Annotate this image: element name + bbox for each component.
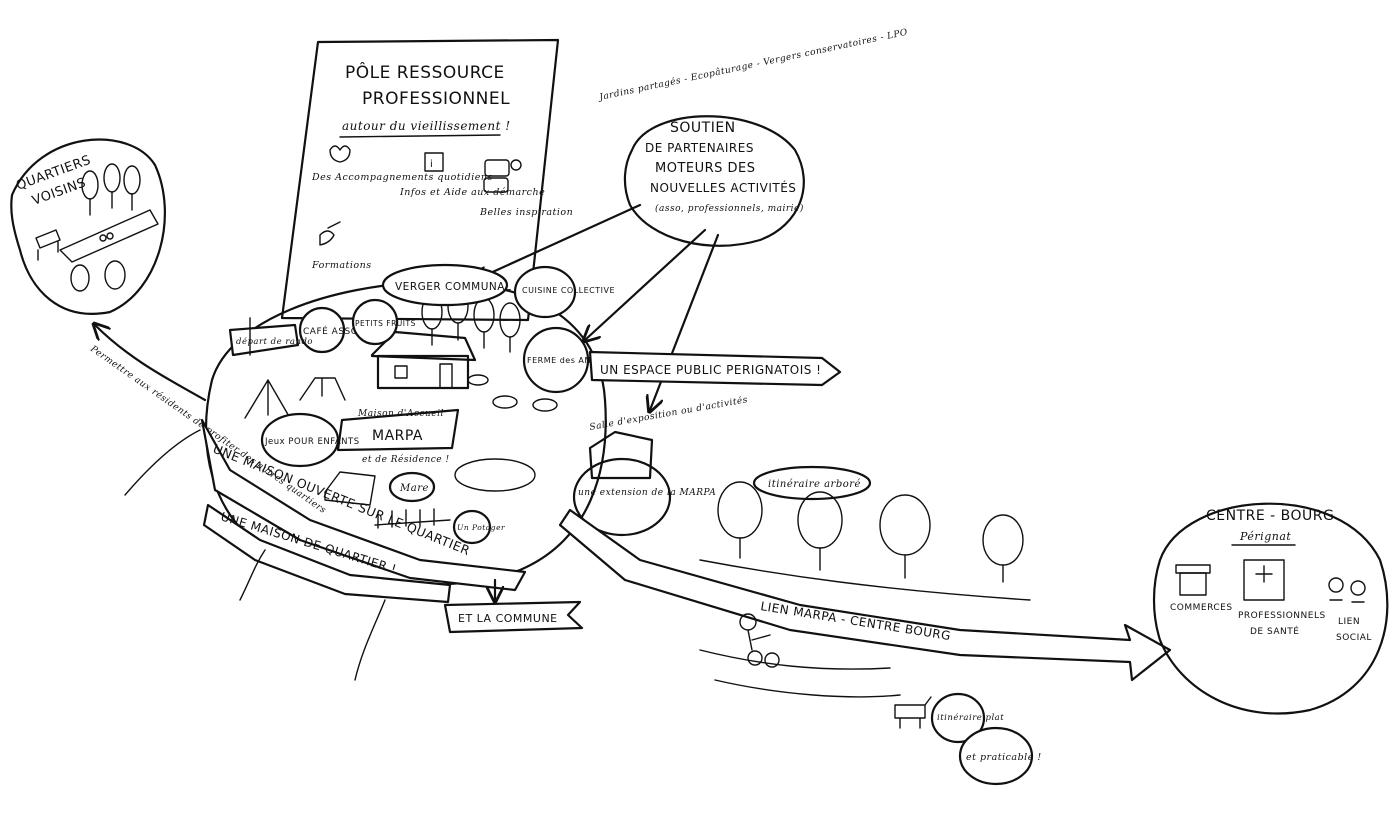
hands-icon (329, 145, 351, 163)
ferme-bubble: FERME des ANIMAUX (522, 326, 619, 394)
extension-label: une extension de la MARPA (578, 488, 716, 498)
jeux-label: Jeux POUR ENFANTS (264, 437, 360, 447)
path-icon (59, 209, 159, 263)
centre-subtitle: Pérignat (1239, 530, 1291, 543)
partners-list: Jardins partagés - Ecopâturage - Vergers… (596, 27, 909, 104)
verger-bubble: VERGER COMMUNAL (381, 263, 511, 307)
tree-icon-group (70, 163, 141, 292)
espace-public-label: UN ESPACE PUBLIC PERIGNATOIS ! (600, 363, 822, 377)
espace-public-banner: UN ESPACE PUBLIC PERIGNATOIS ! (588, 350, 842, 387)
potager-bubble: Un Potager (452, 509, 505, 545)
marpa-site-circle: VERGER COMMUNAL CUISINE COLLECTIVE CAFÉ … (204, 263, 619, 586)
mare-label: Mare (399, 483, 429, 494)
writing-hand-icon (319, 221, 341, 246)
lien-arrow: LIEN MARPA - CENTRE BOURG (558, 508, 1172, 682)
pole-ressource-panel: PÔLE RESSOURCE PROFESSIONNEL autour du v… (280, 38, 573, 322)
cyclist-icon (699, 613, 901, 698)
pharmacy-icon (1243, 559, 1285, 601)
marpa-label: MARPA (372, 428, 423, 444)
speech-bubble-icon-2 (483, 177, 509, 193)
cuisine-bubble: CUISINE COLLECTIVE (513, 265, 615, 319)
pole-subtitle: autour du vieillissement ! (342, 119, 511, 133)
mare-bubble: Mare (388, 471, 436, 503)
praticable-label: et praticable ! (966, 752, 1042, 763)
animals-icon (467, 374, 558, 412)
pole-title-line2: PROFESSIONNEL (362, 89, 510, 109)
training-label: Formations (311, 260, 372, 271)
salle-extension: Salle d'exposition ou d'activités une ex… (572, 394, 749, 537)
greenhouse-icon (324, 471, 451, 529)
verger-label: VERGER COMMUNAL (395, 281, 511, 293)
sante-line2: DE SANTÉ (1250, 625, 1299, 637)
potager-label: Un Potager (457, 523, 505, 532)
jeux-bubble: Jeux POUR ENFANTS (260, 412, 360, 468)
petits-fruits-bubble: PETITS FRUITS (351, 298, 416, 346)
maison-accueil-label: Maison d'Accueil (357, 409, 444, 419)
residence-label: et de Résidence ! (362, 454, 450, 465)
depart-rando-label: départ de rando (236, 336, 313, 347)
neighbour-arrow (95, 325, 207, 402)
playground-icon (244, 377, 346, 419)
quartiers-voisins-circle: QUARTIERS VOISINS (10, 138, 166, 315)
soutien-bubble: SOUTIEN DE PARTENAIRES MOTEURS DES NOUVE… (596, 27, 909, 247)
praticable-bubble: et praticable ! (958, 726, 1042, 786)
roadside-trees-icon (699, 481, 1031, 601)
soutien-line5: (asso, professionnels, mairie) (655, 203, 804, 214)
training-item: Formations (311, 221, 372, 271)
dog-icon (894, 696, 932, 729)
social-line1: LIEN (1338, 617, 1360, 627)
info-label: Infos et Aide aux démarche (399, 187, 545, 198)
plat-label: itinéraire plat (937, 712, 1004, 723)
depart-rando-flag: départ de rando (228, 317, 313, 357)
arrow-to-salle (650, 233, 720, 410)
salle-building-icon (588, 430, 654, 480)
bench-icon (35, 229, 61, 261)
arbore-label: itinéraire arboré (768, 479, 861, 490)
shop-icon (1175, 564, 1211, 596)
soutien-line4: NOUVELLES ACTIVITÉS (650, 180, 796, 195)
arbore-bubble: itinéraire arboré (752, 465, 872, 501)
soutien-line1: SOUTIEN (670, 120, 736, 136)
info-sign-icon (424, 152, 444, 172)
plat-bubble: itinéraire plat (930, 692, 1004, 744)
cafe-bubble: CAFÉ ASSO (298, 306, 358, 354)
people-icon (1328, 577, 1366, 603)
commune-label: ET LA COMMUNE (458, 612, 558, 625)
info-item: i Infos et Aide aux démarche (399, 152, 545, 198)
petits-fruits-label: PETITS FRUITS (355, 319, 416, 328)
accompanying-label: Des Accompagnements quotidiens (311, 172, 493, 183)
pole-title-line1: PÔLE RESSOURCE (345, 61, 505, 83)
pond-icon (454, 458, 536, 492)
soutien-line2: DE PARTENAIRES (645, 141, 754, 155)
soutien-line3: MOTEURS DES (655, 161, 756, 176)
arrow-to-ferme (585, 228, 707, 340)
info-sign-glyph: i (430, 159, 433, 170)
inspiration-item: Belles inspiration (479, 159, 573, 218)
centre-title: CENTRE - BOURG (1206, 508, 1334, 524)
arrow-to-verger (475, 203, 642, 280)
ferme-label: FERME des ANIMAUX (527, 356, 619, 365)
marpa-banner: Maison d'Accueil MARPA et de Résidence ! (336, 408, 460, 465)
cuisine-label: CUISINE COLLECTIVE (522, 286, 615, 295)
salle-label: Salle d'exposition ou d'activités (589, 394, 749, 433)
sante-line1: PROFESSIONNELS (1238, 611, 1326, 621)
centre-bourg-circle: CENTRE - BOURG Pérignat COMMERCES PROFES… (1152, 502, 1389, 715)
accompanying-item: Des Accompagnements quotidiens (311, 145, 493, 183)
commune-banner: ET LA COMMUNE (443, 600, 584, 634)
inspiration-label: Belles inspiration (479, 207, 573, 218)
speech-bubble-icon (484, 159, 510, 177)
cafe-label: CAFÉ ASSO (303, 325, 358, 337)
social-line2: SOCIAL (1336, 633, 1372, 643)
commerces-label: COMMERCES (1170, 603, 1233, 613)
